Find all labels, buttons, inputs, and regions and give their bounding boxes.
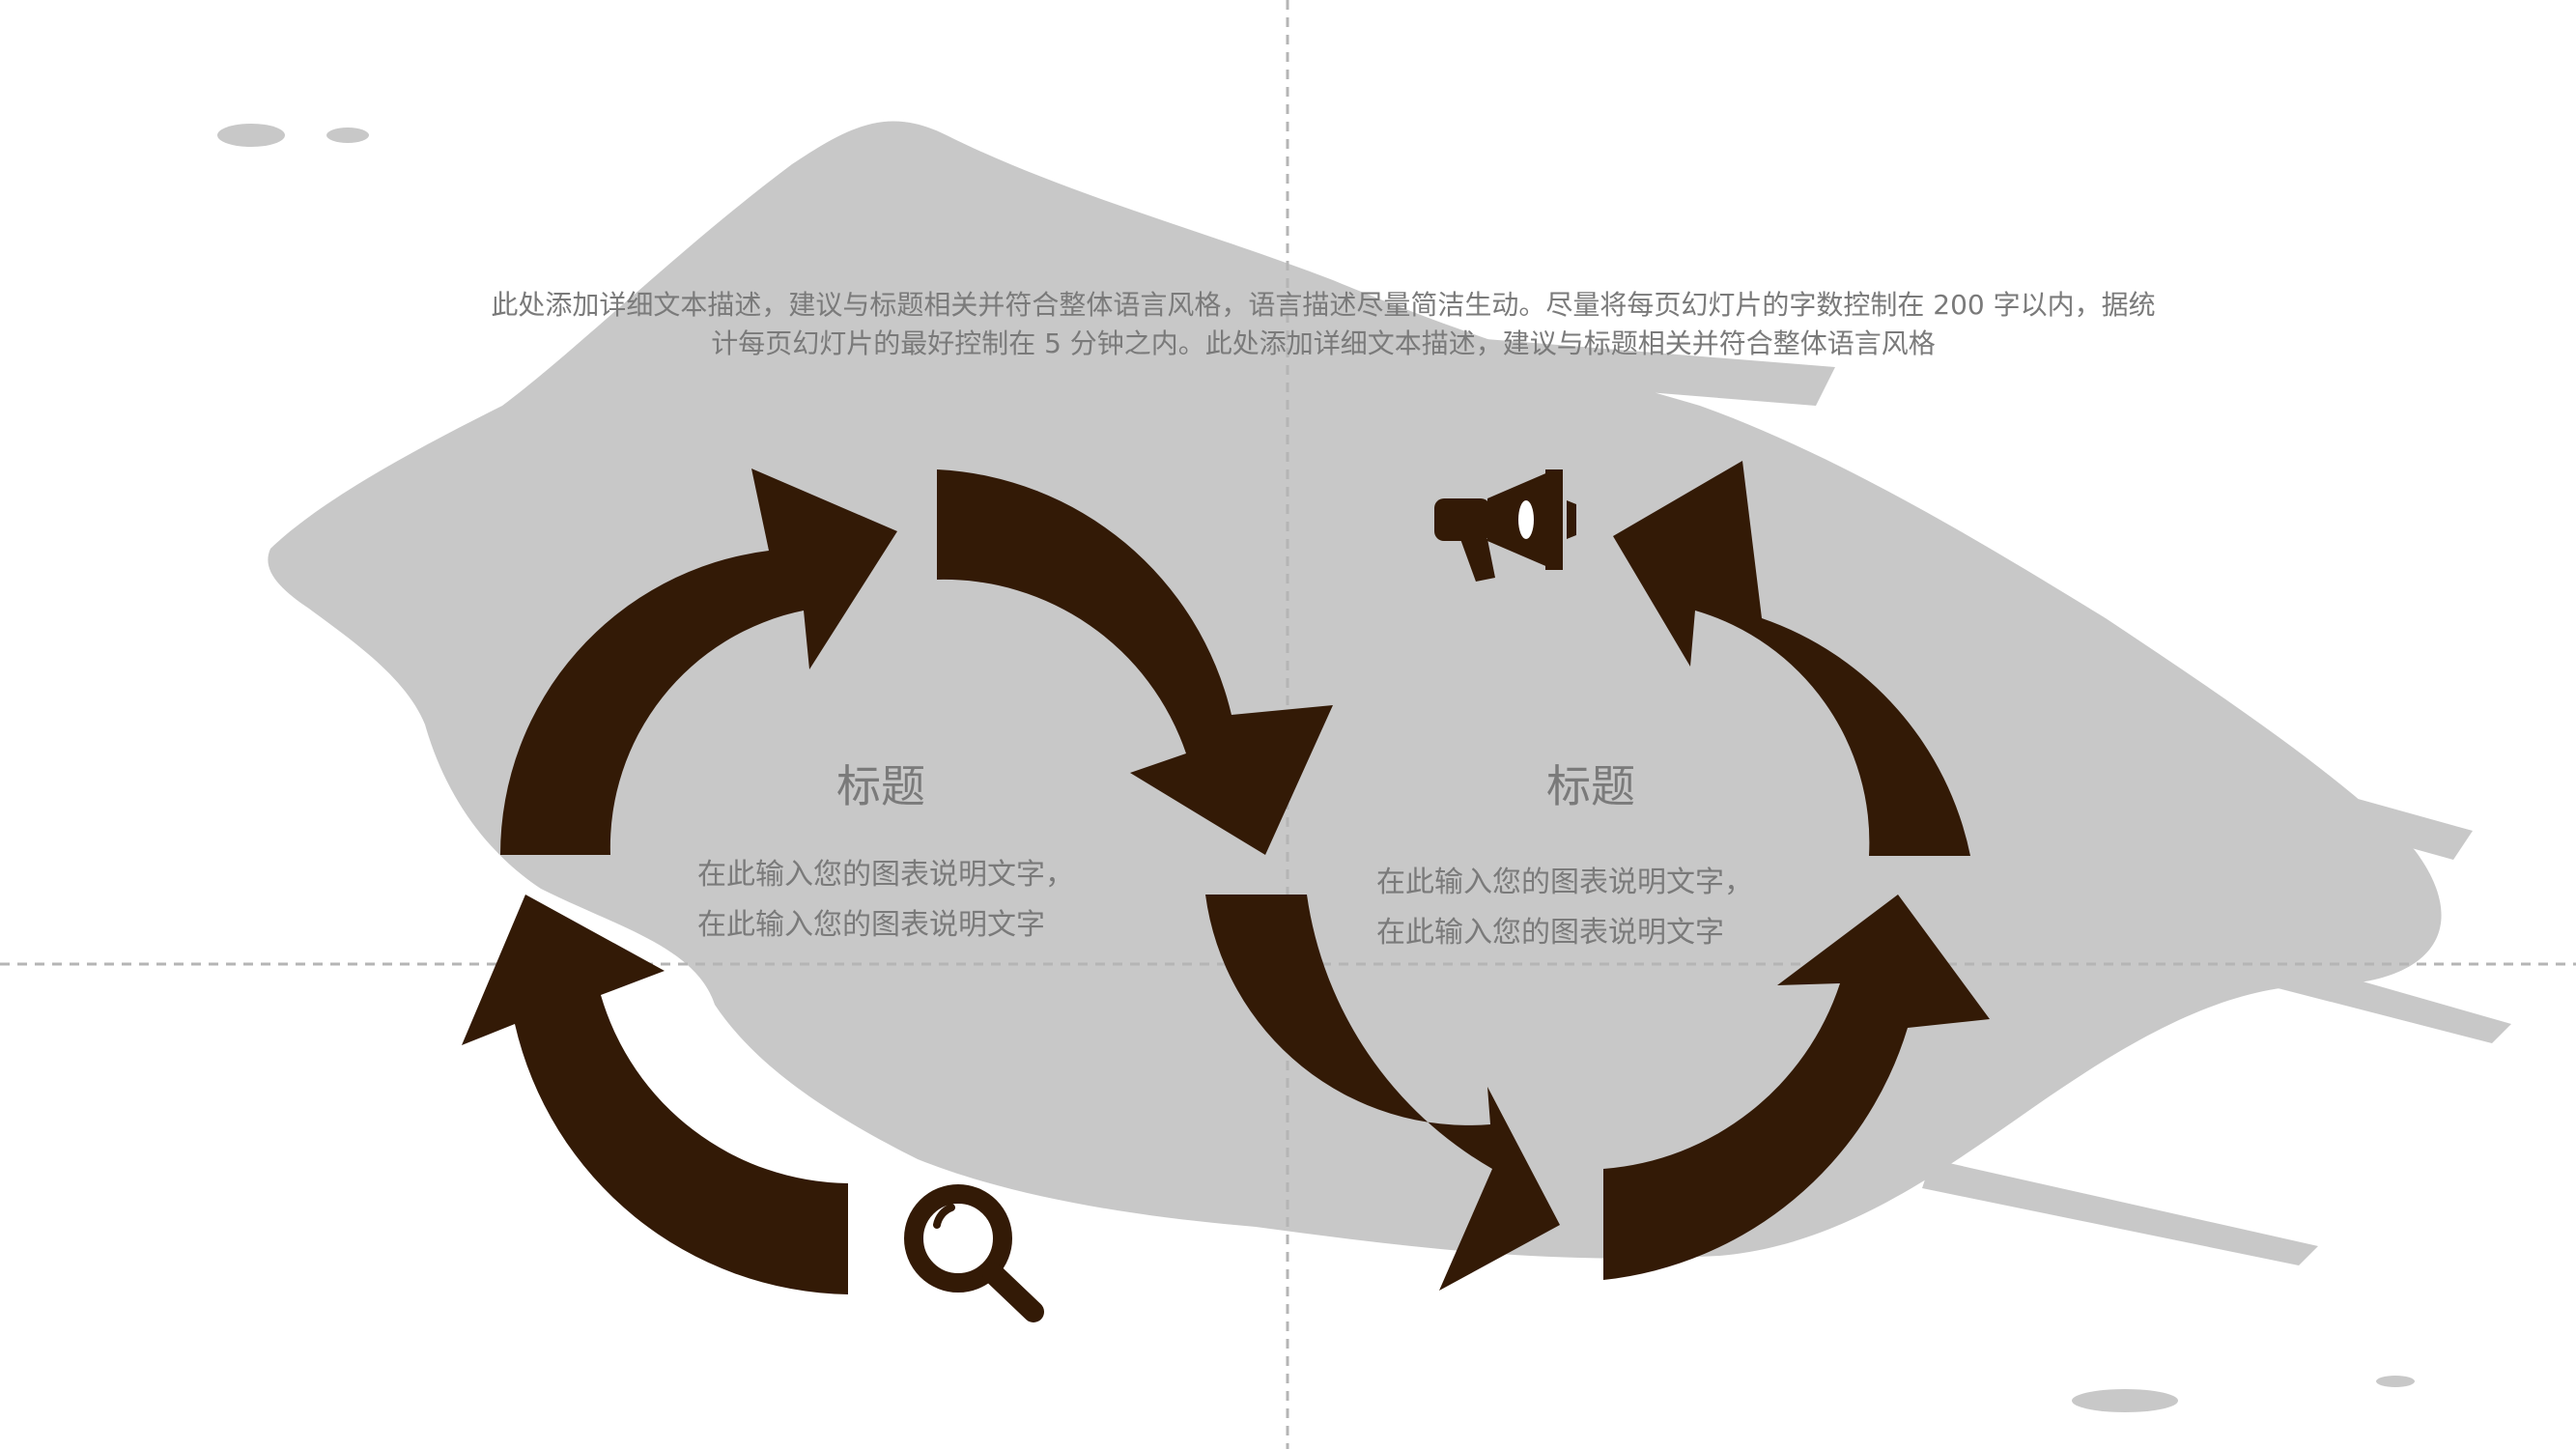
description-text: 此处添加详细文本描述，建议与标题相关并符合整体语言风格，语言描述尽量简洁生动。尽… bbox=[290, 286, 2357, 363]
left-caption-line-2: 在此输入您的图表说明文字 bbox=[697, 908, 1045, 942]
arrow-left-top bbox=[499, 469, 897, 855]
right-caption-line-2: 在此输入您的图表说明文字 bbox=[1376, 916, 1724, 950]
right-block-caption: 在此输入您的图表说明文字， 在此输入您的图表说明文字 bbox=[1376, 858, 1879, 958]
description-line-2: 计每页幻灯片的最好控制在 5 分钟之内。此处添加详细文本描述，建议与标题相关并符… bbox=[711, 327, 1936, 359]
arrow-right-top-up bbox=[1613, 461, 1970, 856]
right-caption-line-1: 在此输入您的图表说明文字， bbox=[1376, 866, 1753, 899]
right-cycle-arrows bbox=[1205, 461, 1990, 1291]
left-caption-line-1: 在此输入您的图表说明文字， bbox=[697, 858, 1074, 892]
arrow-right-top bbox=[937, 469, 1333, 855]
arrow-bottom-left bbox=[462, 895, 848, 1294]
magnifier-icon bbox=[904, 1184, 1044, 1322]
right-block-title: 标题 bbox=[1546, 760, 1635, 812]
left-cycle-arrows bbox=[462, 469, 1333, 1294]
arrow-right-bottom-up bbox=[1603, 895, 1990, 1280]
description-line-1: 此处添加详细文本描述，建议与标题相关并符合整体语言风格，语言描述尽量简洁生动。尽… bbox=[491, 289, 2156, 321]
megaphone-icon bbox=[1434, 469, 1576, 582]
arrow-right-bottom-down bbox=[1205, 895, 1560, 1291]
left-block-title: 标题 bbox=[836, 760, 925, 812]
left-block-caption: 在此输入您的图表说明文字， 在此输入您的图表说明文字 bbox=[697, 850, 1200, 951]
